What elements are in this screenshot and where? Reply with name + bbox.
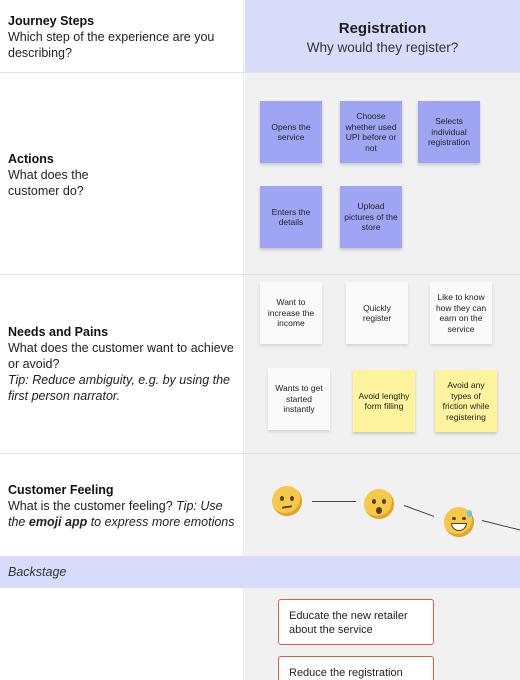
sticky-note[interactable]: Want to increase the income: [260, 282, 322, 344]
needs-pains-description: What does the customer want to achieve o…: [8, 341, 234, 371]
customer-feeling-question: What is the customer feeling?: [8, 499, 173, 513]
stage-header[interactable]: Registration Why would they register?: [245, 0, 520, 72]
customer-feeling-tip-suffix: to express more emotions: [90, 515, 235, 529]
sticky-note[interactable]: Avoid lengthy form filling: [353, 370, 415, 432]
journey-steps-title: Journey Steps: [8, 14, 95, 28]
backstage-card[interactable]: Reduce the registration time: [278, 656, 434, 680]
sticky-note[interactable]: Selects individual registration: [418, 101, 480, 163]
customer-feeling-label: Customer Feeling What is the customer fe…: [8, 482, 236, 530]
sticky-note[interactable]: Upload pictures of the store: [340, 186, 402, 248]
needs-pains-title: Needs and Pains: [8, 325, 109, 339]
backstage-card[interactable]: Educate the new retailer about the servi…: [278, 599, 434, 645]
customer-feeling-tip-prefix: Tip: Use the: [8, 499, 223, 529]
feeling-connector: [312, 501, 356, 502]
journey-steps-label: Journey Steps Which step of the experien…: [8, 13, 236, 61]
thinking-face-icon[interactable]: [272, 486, 302, 516]
backstage-label: Backstage: [8, 565, 67, 579]
sticky-note[interactable]: Quickly register: [346, 282, 408, 344]
needs-pains-label: Needs and Pains What does the customer w…: [8, 324, 236, 404]
row-divider: [0, 72, 520, 73]
row-divider: [0, 453, 520, 454]
customer-feeling-title: Customer Feeling: [8, 483, 114, 497]
actions-title: Actions: [8, 152, 54, 166]
backstage-bar: Backstage: [0, 556, 520, 588]
grinning-sweat-face-icon[interactable]: [444, 507, 474, 537]
customer-feeling-description: What is the customer feeling? Tip: Use t…: [8, 498, 236, 530]
actions-label: Actions What does the customer do?: [8, 151, 236, 199]
actions-description-line1: What does the: [8, 168, 89, 182]
actions-description-line2: customer do?: [8, 184, 84, 198]
hushed-face-icon[interactable]: [364, 489, 394, 519]
journey-steps-description: Which step of the experience are you des…: [8, 30, 215, 60]
row-divider: [0, 274, 520, 275]
emoji-app-link[interactable]: emoji app: [28, 515, 88, 529]
sticky-note[interactable]: Choose whether used UPI before or not: [340, 101, 402, 163]
sticky-note[interactable]: Like to know how they can earn on the se…: [430, 282, 492, 344]
needs-pains-tip: Tip: Reduce ambiguity, e.g. by using the…: [8, 373, 231, 403]
stage-subtitle: Why would they register?: [306, 40, 459, 55]
stage-title: Registration: [338, 20, 427, 37]
sticky-note[interactable]: Avoid any types of friction while regist…: [435, 370, 497, 432]
sticky-note[interactable]: Enters the details: [260, 186, 322, 248]
sticky-note[interactable]: Opens the service: [260, 101, 322, 163]
sticky-note[interactable]: Wants to get started instantly: [268, 368, 330, 430]
